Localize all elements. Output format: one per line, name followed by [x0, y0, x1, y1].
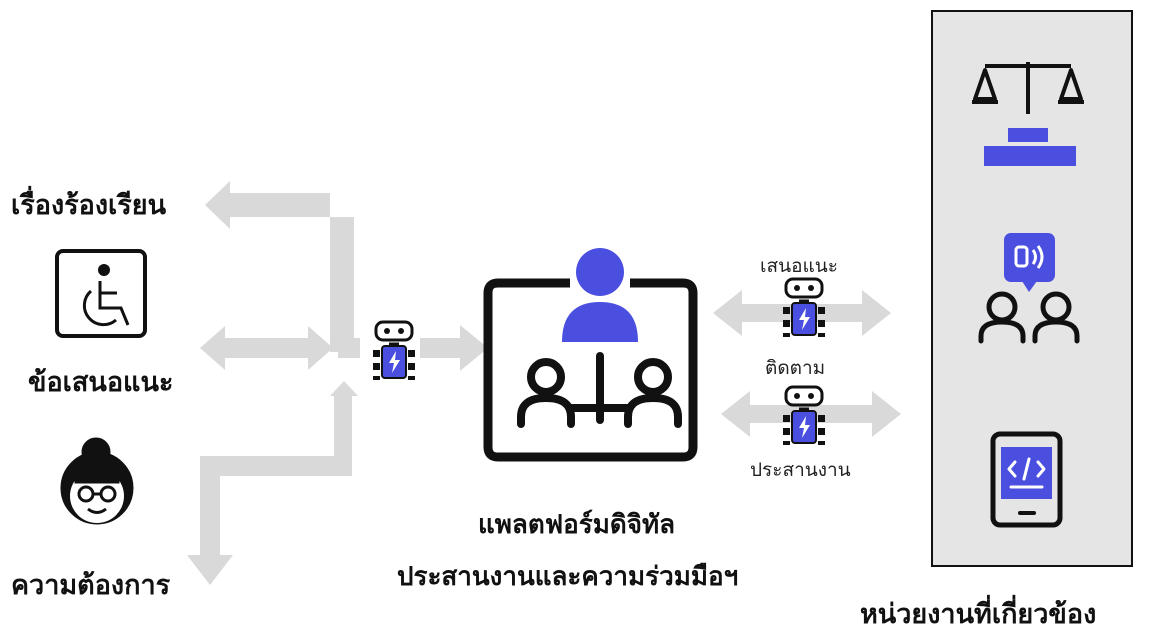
elderly-person-icon [60, 437, 134, 525]
support-team-icon [978, 233, 1080, 344]
justice-scales-icon [972, 62, 1084, 166]
complaint-arrow [205, 181, 354, 352]
to-platform-arrow [420, 325, 488, 371]
platform-title-line1: แพลตฟอร์มดิจิทัล [478, 510, 676, 540]
needs-label: ความต้องการ [11, 570, 171, 601]
follow-link-label: ติดตาม [765, 357, 826, 379]
team-platform-icon [483, 248, 698, 462]
platform-title-line2: ประสานงานและความร่วมมือฯ [397, 562, 739, 592]
agencies-label: หน่วยงานที่เกี่ยวข้อง [860, 599, 1097, 630]
left-flow-arrows [187, 181, 488, 585]
complaint-label: เรื่องร้องเรียน [11, 190, 167, 221]
mobile-code-icon [990, 431, 1063, 528]
suggestion-label: ข้อเสนอแนะ [28, 367, 174, 398]
robot-icon [781, 385, 827, 447]
robot-icon [781, 277, 827, 339]
suggest-link-label: เสนอแนะ [760, 255, 838, 277]
needs-arrow [187, 381, 358, 585]
robot-icon [371, 320, 417, 382]
robot-feed-bar [338, 338, 360, 358]
suggestion-arrow [200, 326, 333, 370]
coordinate-link-label: ประสานงาน [750, 459, 851, 481]
wheelchair-accessibility-icon [55, 249, 147, 338]
